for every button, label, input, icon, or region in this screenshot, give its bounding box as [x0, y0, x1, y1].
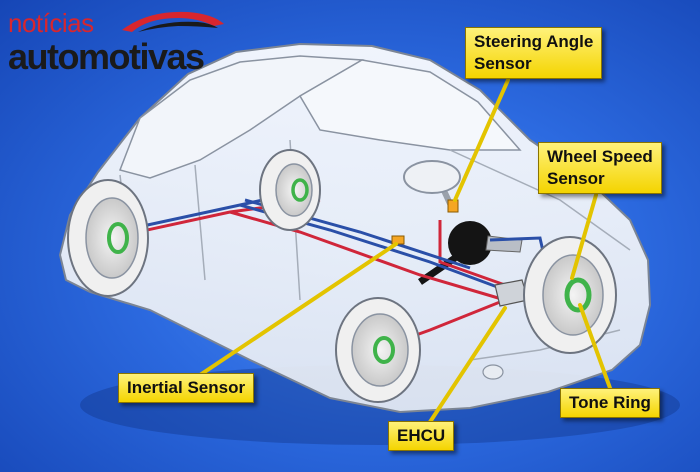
- steering-angle-sensor: [447, 199, 459, 213]
- logo-line-1: notícias: [8, 8, 94, 38]
- label-tone-ring: Tone Ring: [560, 388, 660, 418]
- steering-wheel: [403, 160, 461, 194]
- wheel-rear-left: [67, 179, 149, 297]
- line-red-4: [438, 220, 506, 287]
- leader-inertial: [198, 242, 398, 377]
- label-ehcu: EHCU: [388, 421, 455, 451]
- logo-line-2: automotivas: [8, 36, 205, 77]
- site-logo: notícias automotivas: [8, 6, 238, 77]
- label-wheel-speed-sensor: Wheel Speed Sensor: [538, 142, 662, 194]
- leader-ehcu: [428, 306, 507, 424]
- label-inertial-sensor: Inertial Sensor: [118, 373, 255, 403]
- wheel-front-left: [335, 297, 421, 403]
- line-red-2: [229, 210, 506, 302]
- wheel-front-right: [523, 236, 617, 354]
- callout-lines: [198, 78, 612, 424]
- inertial-sensor: [391, 235, 405, 245]
- label-steering-angle-sensor: Steering Angle Sensor: [465, 27, 603, 79]
- wheel-rear-right: [259, 149, 321, 231]
- logo-car-icon: [122, 11, 224, 32]
- leader-steering-angle: [453, 78, 510, 202]
- leader-wheel-speed: [570, 193, 598, 280]
- hood-line: [449, 149, 631, 251]
- brake-booster: [448, 221, 492, 265]
- fog-light: [482, 364, 504, 380]
- leader-tone-ring: [578, 303, 612, 390]
